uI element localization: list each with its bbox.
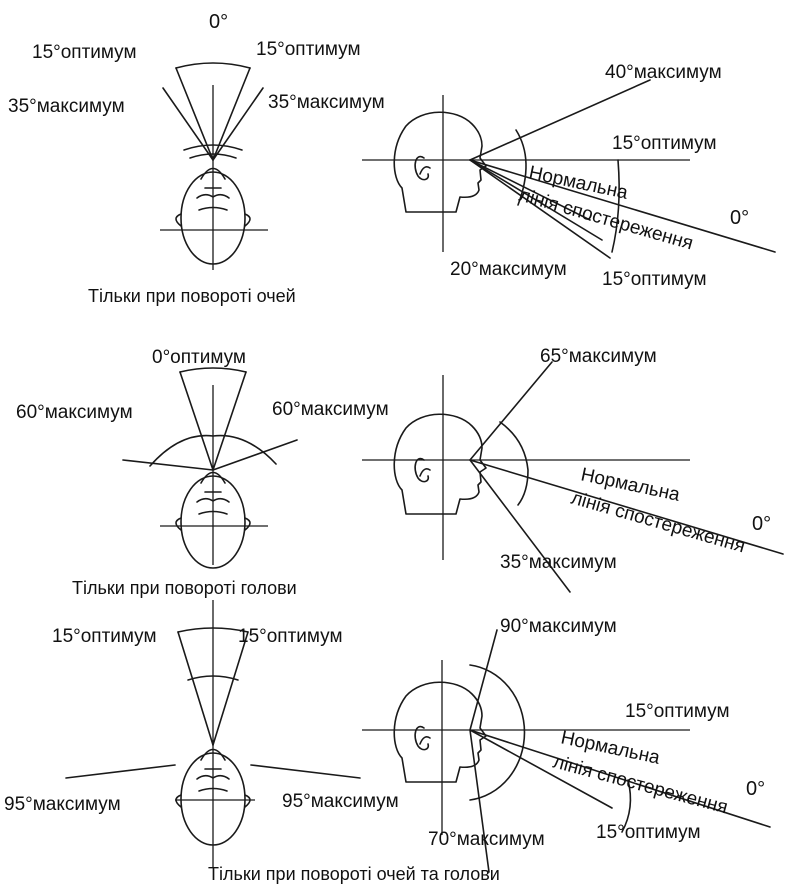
- s2-caption: Тільки при повороті голови: [72, 578, 297, 598]
- s3-side-up-maximum-label: 90°максимум: [500, 616, 617, 637]
- s2-left-maximum-label: 60°максимум: [16, 402, 133, 423]
- s3-right-optimum-label: 15°оптимум: [238, 626, 343, 647]
- s3-left-optimum-label: 15°оптимум: [52, 626, 157, 647]
- section3-side-view: [362, 629, 771, 873]
- s2-side-zero-label: 0°: [752, 513, 771, 535]
- s3-caption: Тільки при повороті очей та голови: [208, 864, 500, 884]
- s1-side-zero-label: 0°: [730, 207, 749, 229]
- s1-left-optimum-label: 15°оптимум: [32, 42, 137, 63]
- s3-side-down-maximum-label: 70°максимум: [428, 829, 545, 850]
- section2-side-view: [362, 361, 784, 593]
- section1-top-view: [160, 62, 268, 270]
- s2-side-up-maximum-label: 65°максимум: [540, 346, 657, 367]
- s1-caption: Тільки при повороті очей: [88, 286, 296, 306]
- section2-top-view: [122, 367, 298, 569]
- s1-left-maximum-label: 35°максимум: [8, 96, 125, 117]
- s1-top-zero-label: 0°: [209, 11, 228, 33]
- section1-side-view: [362, 79, 776, 259]
- section3-top-view: [65, 600, 361, 868]
- s2-side-down-maximum-label: 35°максимум: [500, 552, 617, 573]
- s3-right-maximum-label: 95°максимум: [282, 791, 399, 812]
- s1-right-maximum-label: 35°максимум: [268, 92, 385, 113]
- s3-side-up-optimum-label: 15°оптимум: [625, 701, 730, 722]
- s2-top-optimum-label: 0°оптимум: [152, 347, 246, 368]
- s3-left-maximum-label: 95°максимум: [4, 794, 121, 815]
- s1-side-up-maximum-label: 40°максимум: [605, 62, 722, 83]
- s2-right-maximum-label: 60°максимум: [272, 399, 389, 420]
- s1-right-optimum-label: 15°оптимум: [256, 39, 361, 60]
- s1-side-down-optimum-label: 15°оптимум: [602, 269, 707, 290]
- s1-side-down-maximum-label: 20°максимум: [450, 259, 567, 280]
- s1-side-up-optimum-label: 15°оптимум: [612, 133, 717, 154]
- s3-side-down-optimum-label: 15°оптимум: [596, 822, 701, 843]
- s3-side-zero-label: 0°: [746, 778, 765, 800]
